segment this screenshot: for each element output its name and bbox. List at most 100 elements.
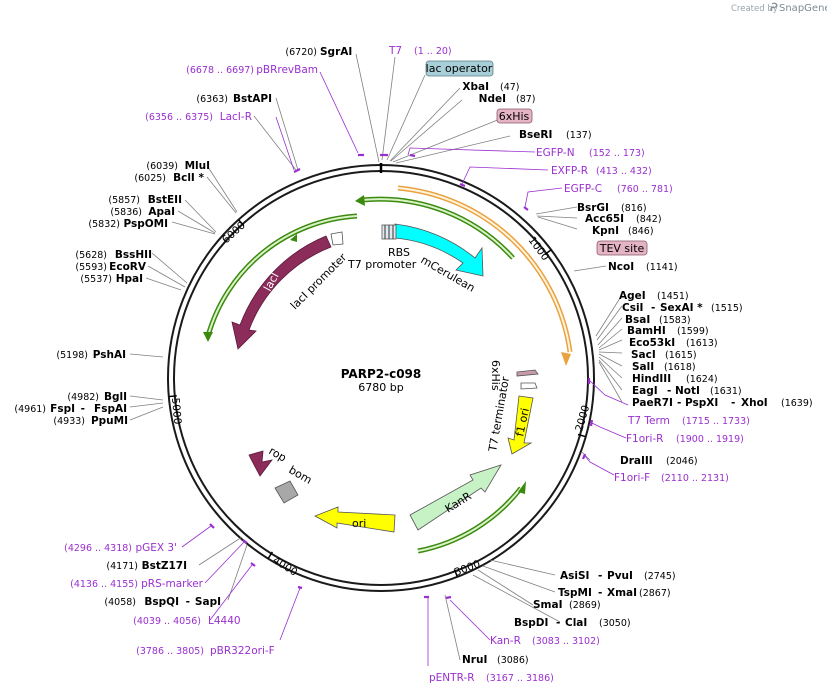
primer-laci-r[interactable]: LacI-R xyxy=(220,111,252,123)
site-ndei[interactable]: NdeI xyxy=(479,93,506,105)
primer-pentr-r[interactable]: pENTR-R xyxy=(429,672,475,684)
primer-egfp-n[interactable]: EGFP-N xyxy=(536,147,575,159)
mcerulean-feature[interactable] xyxy=(394,223,484,277)
ori-feature[interactable] xyxy=(314,506,396,533)
site-acc65i[interactable]: Acc65I xyxy=(585,213,624,225)
site-kpni[interactable]: KpnI xyxy=(592,225,619,237)
site-bsteii[interactable]: BstEII xyxy=(148,194,182,206)
primer-pbrrevbam[interactable]: pBRrevBam xyxy=(256,64,318,76)
lac-operator-box[interactable] xyxy=(425,60,494,77)
site-bseri[interactable]: BseRI xyxy=(519,129,552,141)
site-asisi-sep: - xyxy=(598,570,602,582)
site-fspi[interactable]: FspI xyxy=(50,403,75,415)
site-bspqi[interactable]: BspQI xyxy=(144,596,179,608)
site-bspqi-sep: - xyxy=(186,596,190,608)
f1-ori-feature[interactable] xyxy=(507,395,534,455)
site-tspmi[interactable]: TspMI xyxy=(558,587,592,599)
primer-l4440[interactable]: L4440 xyxy=(208,615,241,627)
orf-green-mid-arrowhead xyxy=(290,234,297,242)
site-asisi[interactable]: AsiSI xyxy=(560,570,589,582)
sixhis-feature-label: 6xHis xyxy=(489,360,502,391)
site-bcli[interactable]: BclI * xyxy=(173,172,204,184)
sixhis-feature[interactable] xyxy=(516,369,539,377)
rop-feature[interactable] xyxy=(248,450,273,477)
site-smai[interactable]: SmaI xyxy=(533,599,563,611)
orf-green-bottom-arrowhead xyxy=(518,481,526,494)
site-fspai[interactable]: FspAI xyxy=(94,403,127,415)
site-bsrgi[interactable]: BsrGI xyxy=(577,202,609,214)
site-csii[interactable]: CsiI xyxy=(622,302,643,314)
site-mlui[interactable]: MluI xyxy=(185,160,210,172)
site-paer7i[interactable]: PaeR7I xyxy=(632,397,673,409)
site-bsrgi-pos: (816) xyxy=(621,203,647,214)
primer-pbr322ori-f[interactable]: pBR322ori-F xyxy=(210,645,275,657)
tick-4000: 4000 xyxy=(270,554,299,578)
primer-t7-term[interactable]: T7 Term xyxy=(627,415,670,427)
site-pspxi[interactable]: PspXI xyxy=(685,397,718,409)
site-sgrai[interactable]: SgrAI xyxy=(320,46,352,58)
site-bamhi[interactable]: BamHI xyxy=(627,325,666,337)
laci-promoter-feature[interactable] xyxy=(330,231,344,246)
site-bspdi[interactable]: BspDI xyxy=(514,617,548,629)
site-apai[interactable]: ApaI xyxy=(148,206,175,218)
primer-f1ori-r[interactable]: F1ori-R xyxy=(626,433,663,445)
site-bgli[interactable]: BglI xyxy=(104,391,127,403)
laci-feature[interactable] xyxy=(231,235,332,350)
snapgene-logo: SnapGene xyxy=(779,3,827,14)
site-saci-pos: (1615) xyxy=(665,350,697,361)
site-sali[interactable]: SalI xyxy=(632,361,654,373)
site-bsai[interactable]: BsaI xyxy=(625,314,650,326)
site-ncoi[interactable]: NcoI xyxy=(608,261,634,273)
site-pvui[interactable]: PvuI xyxy=(607,570,633,582)
site-ppumi[interactable]: PpuMI xyxy=(91,415,128,427)
site-draiii[interactable]: DraIII xyxy=(620,455,653,467)
site-pshai[interactable]: PshAI xyxy=(93,349,126,361)
tev-site-box[interactable] xyxy=(596,240,648,256)
primer-f1ori-f[interactable]: F1ori-F xyxy=(614,472,650,484)
site-ppumi-pos: (4933) xyxy=(53,416,85,427)
site-xhoi[interactable]: XhoI xyxy=(741,397,768,409)
site-xmai[interactable]: XmaI xyxy=(607,587,637,599)
site-clai[interactable]: ClaI xyxy=(565,617,587,629)
bom-feature[interactable] xyxy=(274,480,299,504)
site-noti[interactable]: NotI xyxy=(675,385,700,397)
site-kpni-pos: (846) xyxy=(628,226,654,237)
site-nrui[interactable]: NruI xyxy=(462,654,487,666)
site-pspomi[interactable]: PspOMI xyxy=(123,218,168,230)
site-hindiii[interactable]: HindIII xyxy=(632,373,671,385)
site-eagi[interactable]: EagI xyxy=(632,385,658,397)
site-ecorv[interactable]: EcoRV xyxy=(109,261,147,273)
lac-operator-label: lac operator xyxy=(426,62,493,75)
site-bsteii-pos: (5857) xyxy=(108,195,140,206)
site-sexai[interactable]: SexAI * xyxy=(660,302,703,314)
orf-orange-arrowhead xyxy=(561,352,571,366)
site-eco53ki[interactable]: Eco53kI xyxy=(629,337,675,349)
site-saci[interactable]: SacI xyxy=(631,349,656,361)
primer-prs-marker[interactable]: pRS-marker xyxy=(141,578,204,590)
kanr-feature[interactable] xyxy=(409,464,502,531)
t7-terminator-feature[interactable] xyxy=(520,382,538,390)
site-bstapi[interactable]: BstAPI xyxy=(233,93,272,105)
site-bgli-pos: (4982) xyxy=(67,392,99,403)
tick-5000: 5000 xyxy=(169,397,183,425)
site-bsshii[interactable]: BssHII xyxy=(115,249,152,261)
site-sgrai-pos: (6720) xyxy=(285,47,317,58)
primer-pgex3[interactable]: pGEX 3' xyxy=(135,542,177,554)
sixhis-box-label: 6xHis xyxy=(499,110,530,123)
primer-egfp-c[interactable]: EGFP-C xyxy=(564,183,602,195)
site-agei[interactable]: AgeI xyxy=(619,290,646,302)
site-xbai[interactable]: XbaI xyxy=(462,81,489,93)
site-hpai[interactable]: HpaI xyxy=(116,273,143,285)
primer-kan-r[interactable]: Kan-R xyxy=(490,635,521,647)
sixhis-box[interactable] xyxy=(496,108,533,124)
primer-t7[interactable]: T7 xyxy=(388,45,402,57)
primer-exfp-r[interactable]: EXFP-R xyxy=(551,165,588,177)
orf-green-left-inner xyxy=(207,215,358,337)
site-csii-pos: (1515) xyxy=(711,303,743,314)
site-eco53ki-pos: (1613) xyxy=(686,338,718,349)
site-bstz17i[interactable]: BstZ17I xyxy=(142,560,187,572)
site-sapi[interactable]: SapI xyxy=(195,596,221,608)
primer-exfp-r-range: (413 .. 432) xyxy=(596,166,652,177)
primer-prs-marker-range: (4136 .. 4155) xyxy=(70,579,138,590)
